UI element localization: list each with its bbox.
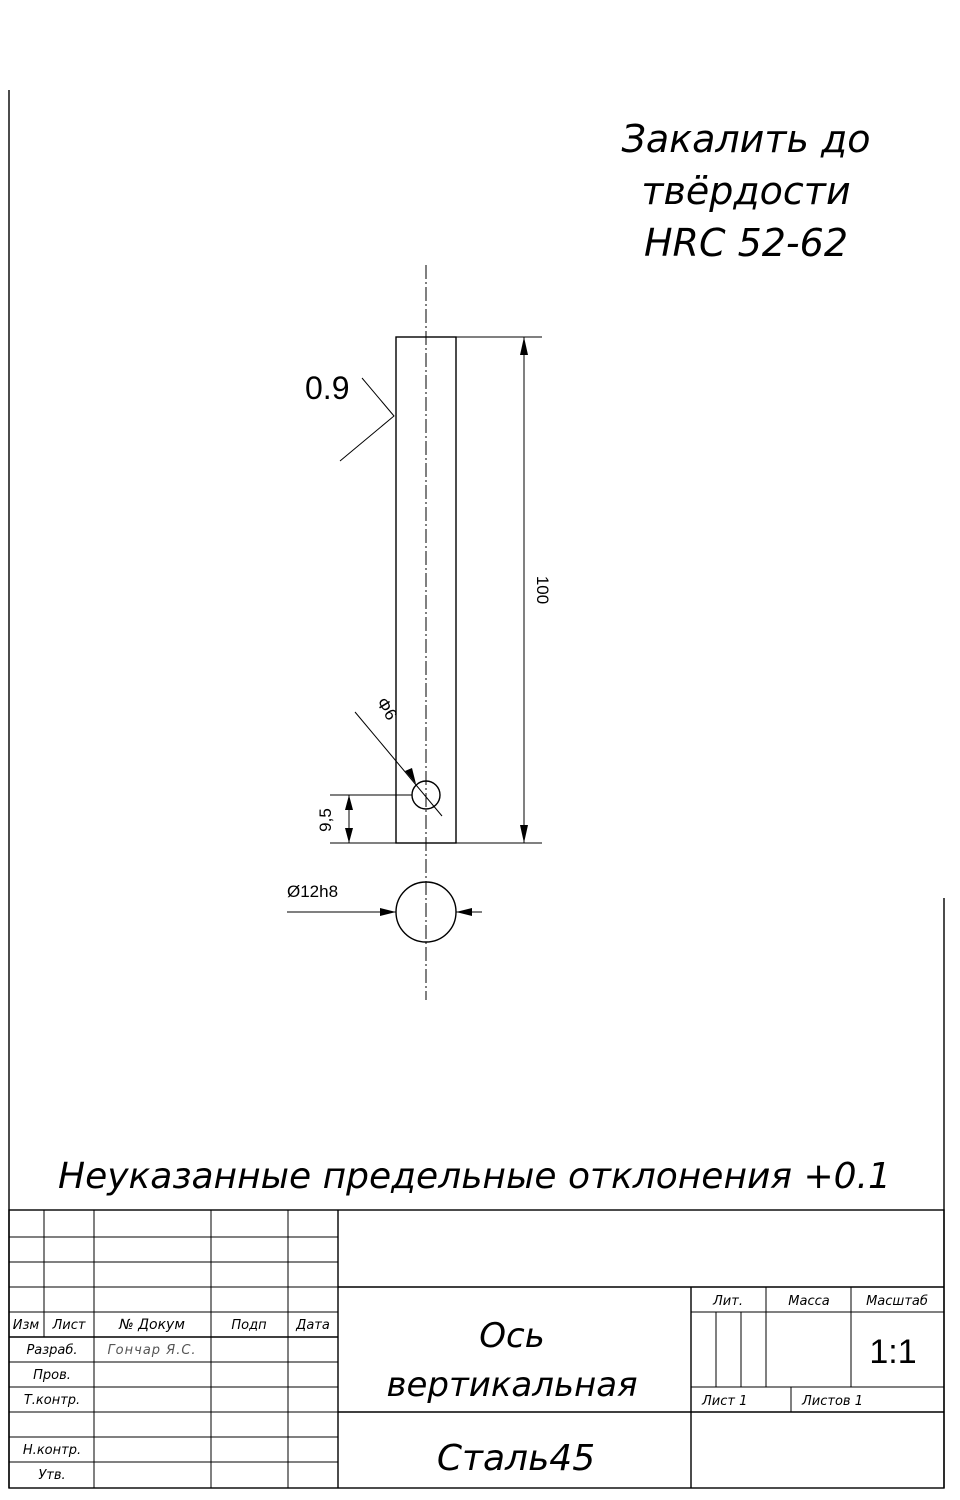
role-checked: Пров. xyxy=(33,1368,71,1383)
roughness-mark xyxy=(339,377,395,462)
sheets-label: Листов 1 xyxy=(801,1394,863,1409)
lit-label: Лит. xyxy=(712,1294,743,1309)
role-norm-control: Н.контр. xyxy=(23,1443,81,1458)
shaft-outline xyxy=(395,336,457,844)
role-developed: Разраб. xyxy=(26,1343,77,1358)
material-value: Сталь45 xyxy=(437,1438,595,1479)
sheet-label: Лист 1 xyxy=(701,1394,747,1409)
col-header-doc-no: № Докум xyxy=(118,1317,185,1333)
length-value: 100 xyxy=(533,576,552,604)
part-name-line-2: вертикальная xyxy=(386,1365,637,1405)
developer-name: Гончар Я.С. xyxy=(107,1343,196,1358)
role-approved: Утв. xyxy=(38,1468,65,1483)
hole-leader-arrow xyxy=(405,768,416,784)
hole-leader-line xyxy=(354,711,443,817)
diameter-arrow-right xyxy=(456,908,472,916)
hardening-note-line-3: HRC 52-62 xyxy=(644,221,848,265)
title-block-frame xyxy=(8,1209,945,1489)
length-arrow-top xyxy=(520,337,528,355)
tolerance-note: Неуказанные предельные отклонения +0.1 xyxy=(58,1156,891,1197)
col-header-list: Лист xyxy=(52,1318,86,1333)
part-name-line-1: Ось xyxy=(479,1316,545,1356)
hardening-note-line-1: Закалить до xyxy=(621,117,870,161)
shaft-diameter-value: Ø12h8 xyxy=(287,882,338,901)
diameter-arrow-left xyxy=(380,908,396,916)
col-header-date: Дата xyxy=(295,1318,330,1333)
hardening-note-line-2: твёрдости xyxy=(641,169,850,213)
col-header-sign: Подп xyxy=(231,1318,267,1333)
roughness-value: 0.9 xyxy=(305,370,349,406)
scale-value: 1:1 xyxy=(869,1333,916,1371)
col-header-izm: Изм xyxy=(13,1318,40,1333)
mass-label: Масса xyxy=(788,1294,829,1309)
hole-offset-value: 9,5 xyxy=(316,808,335,832)
hole-offset-arrow-bottom xyxy=(345,828,353,843)
hole-offset-arrow-top xyxy=(345,795,353,810)
length-arrow-bottom xyxy=(520,825,528,843)
role-tech-control: Т.контр. xyxy=(24,1393,80,1408)
scale-label: Масштаб xyxy=(866,1294,928,1309)
